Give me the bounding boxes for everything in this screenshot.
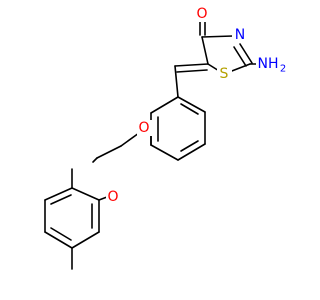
bond-n3-c2-a [239,43,253,64]
first-ether-oxygen-label-bg [137,120,152,136]
bond-ar1-3 [177,143,206,161]
bond-c5-vinyl-double-a [174,63,209,67]
second-ether-oxygen-label-bg [106,189,121,205]
bond-ar1-inner-b [180,140,199,152]
bond-ar1-inner-a [180,103,199,115]
bond-ar2-1 [71,187,100,201]
bond-ar2-inner-a [50,194,72,205]
carbonyl-oxygen-label: O [195,6,210,22]
bond-vinyl-aryl [174,65,179,98]
ring-nitrogen-label: N [232,27,247,43]
bond-ar1-1 [177,96,206,113]
second-ether-oxygen-label: O [106,189,121,205]
amino-label: NH 2 [256,55,290,75]
bond-ar2-5 [71,231,100,249]
bonds [44,17,257,270]
bond-ch2-oxy2 [92,157,98,163]
bond-ar1-6 [150,96,179,114]
carbonyl-oxygen-text: O [196,6,207,22]
bond-c4-n3 [201,35,234,38]
ring-sulfur-label-bg [217,66,232,82]
amino-label-bg [256,55,290,73]
first-ether-oxygen-text: O [138,120,149,136]
ring-sulfur-text: S [220,66,229,82]
amino-subscript-text: 2 [280,64,286,75]
carbonyl-oxygen-label-bg [195,6,210,22]
bond-ar1-4 [150,144,179,161]
ring-nitrogen-text: N [235,27,245,43]
bond-ch2-ch2 [96,145,122,159]
bond-ar2-4 [44,231,73,249]
chemical-structure-diagram: O N S NH 2 O O [44,6,290,270]
bond-n3-c2-b [233,46,247,67]
first-ether-oxygen-label: O [137,120,152,136]
amino-text: NH [258,56,279,72]
bond-c5-vinyl-double-b [176,69,208,73]
second-ether-oxygen-text: O [107,189,118,205]
bond-ar2-inner-b [50,227,72,241]
ring-sulfur-label: S [217,66,232,82]
bond-ar2-2 [44,187,73,201]
atom-labels: O N S NH 2 O O [106,6,290,205]
bond-c5-c4 [201,36,209,65]
bond-oxy2-ar2 [98,196,108,201]
bond-oxy1-ch2 [120,132,140,147]
ring-nitrogen-label-bg [232,27,247,43]
